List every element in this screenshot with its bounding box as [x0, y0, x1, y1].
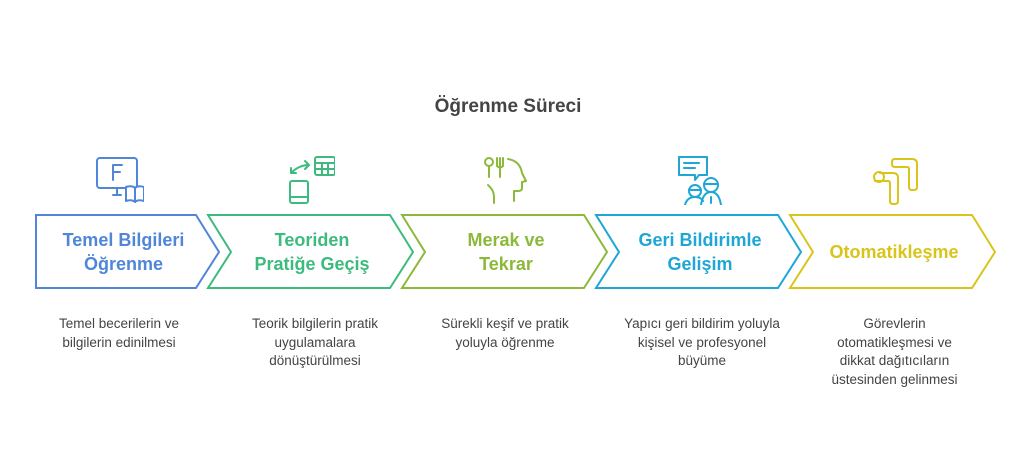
automation-pipe-icon: [873, 158, 918, 205]
diagram-title: Öğrenme Süreci: [434, 96, 582, 117]
step-3-label-line2: Tekrar: [479, 253, 533, 274]
step-3-label: Merak ve Tekrar: [416, 215, 596, 288]
computer-book-icon: [96, 157, 144, 203]
step-4-description: Yapıcı geri bildirim yoluyla kişisel ve …: [624, 316, 780, 368]
step-1-label-line1: Temel Bilgileri: [62, 229, 185, 250]
step-3-label-line1: Merak ve: [467, 229, 545, 250]
step-4-arrow: [594, 214, 803, 289]
step-2-label-line1: Teoriden: [274, 229, 350, 250]
step-3-description: Sürekli keşif ve pratik yoluyla öğrenme: [441, 316, 569, 350]
feedback-people-icon: [678, 156, 722, 205]
step-4-label-line1: Geri Bildirimle: [638, 229, 762, 250]
phone-table-exchange-icon: [289, 156, 335, 204]
step-5-description: Görevlerin otomatikleşmesi ve dikkat dağ…: [831, 316, 958, 387]
step-3-arrow: [400, 214, 609, 289]
step-5-label: Otomatikleşme: [804, 215, 984, 288]
step-5-label-line1: Otomatikleşme: [829, 241, 959, 262]
step-1-description: Temel becerilerin ve bilgilerin edinilme…: [58, 316, 180, 350]
step-4-label-line2: Gelişim: [667, 253, 733, 274]
step-5-arrow: [788, 214, 997, 289]
step-1-label-line2: Öğrenme: [83, 253, 163, 274]
head-utensils-icon: [484, 157, 527, 204]
step-2-label-line2: Pratiğe Geçiş: [254, 253, 370, 274]
step-2-description: Teorik bilgilerin pratik uygulamalara dö…: [251, 316, 379, 368]
step-1-arrow: [35, 214, 221, 289]
step-2-arrow: [206, 214, 415, 289]
